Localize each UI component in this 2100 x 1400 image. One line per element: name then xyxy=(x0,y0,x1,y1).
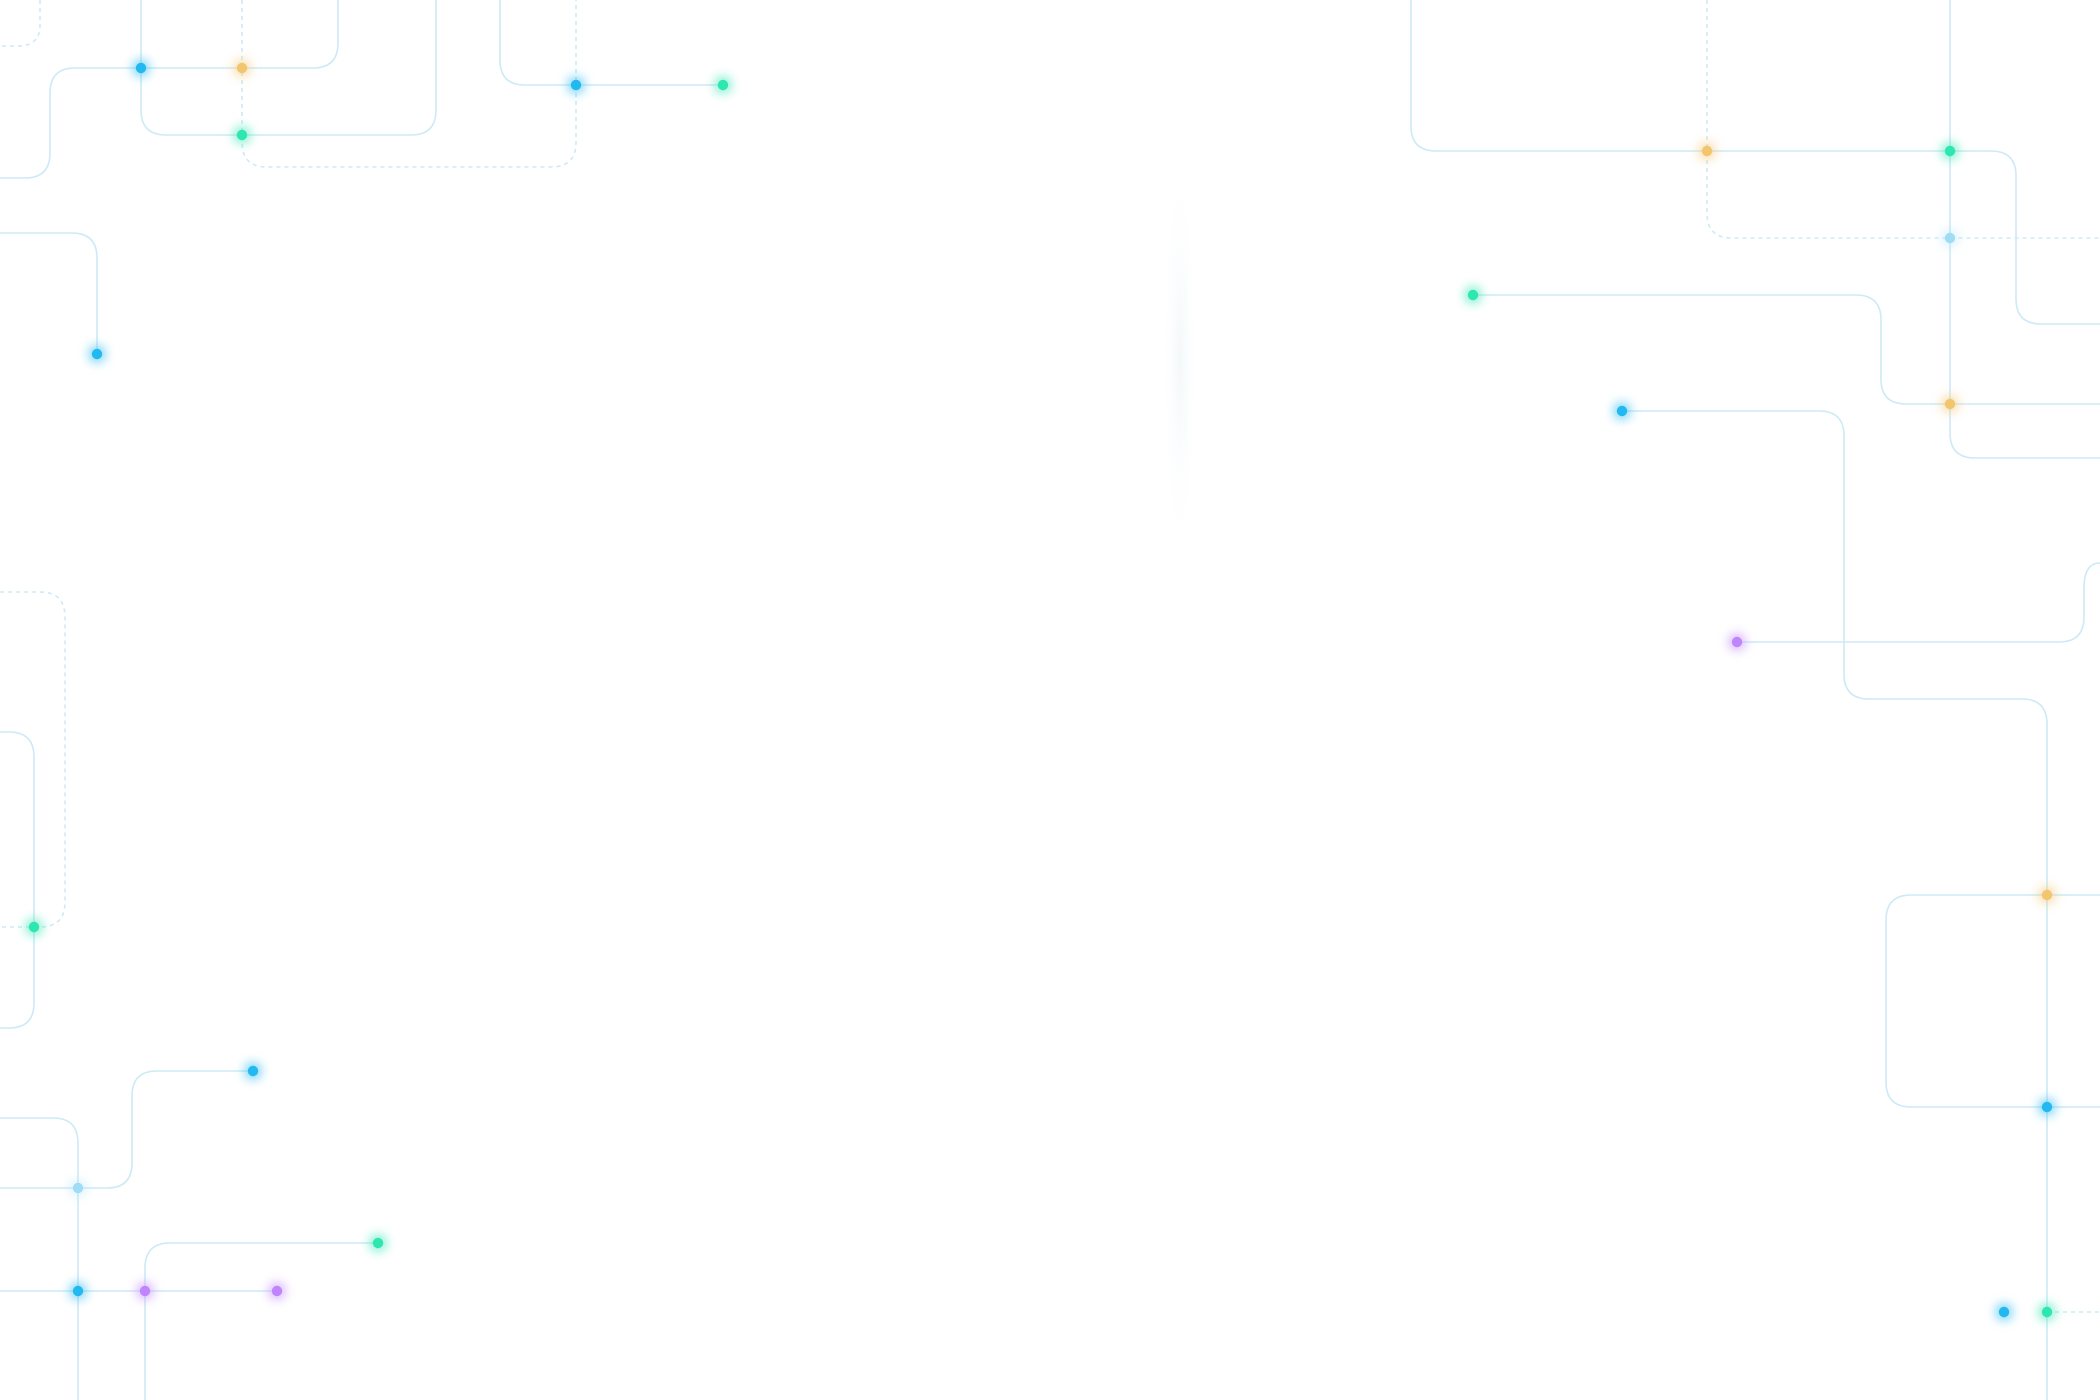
trace-line xyxy=(1885,894,2100,1108)
circuit-node xyxy=(2041,1101,2053,1113)
trace-line xyxy=(0,67,141,179)
circuit-node xyxy=(1467,289,1479,301)
trace-line xyxy=(0,1117,79,1400)
circuit-node xyxy=(1944,145,1956,157)
trace-line xyxy=(1737,562,2100,643)
trace-line xyxy=(141,0,339,69)
circuit-node xyxy=(1701,145,1713,157)
trace-line xyxy=(0,232,98,354)
circuit-node xyxy=(236,129,248,141)
trace-line xyxy=(1410,0,2100,325)
circuit-node xyxy=(236,62,248,74)
circuit-node xyxy=(91,348,103,360)
trace-line xyxy=(0,1070,253,1189)
circuit-node xyxy=(570,79,582,91)
circuit-node xyxy=(1616,405,1628,417)
circuit-node xyxy=(2041,889,2053,901)
circuit-node xyxy=(1731,636,1743,648)
trace-line xyxy=(144,1242,378,1400)
circuit-node xyxy=(1998,1306,2010,1318)
trace-line xyxy=(0,731,35,1029)
circuit-node xyxy=(1944,398,1956,410)
trace-line xyxy=(140,0,437,136)
circuit-node xyxy=(72,1285,84,1297)
trace-line xyxy=(0,0,41,47)
glowing-nodes xyxy=(25,59,2056,1321)
circuit-node xyxy=(135,62,147,74)
circuit-node xyxy=(717,79,729,91)
trace-line xyxy=(1473,294,2100,405)
circuit-node xyxy=(2041,1306,2053,1318)
trace-line xyxy=(0,591,66,928)
circuit-node xyxy=(247,1065,259,1077)
faint-glow-streak xyxy=(1162,150,1198,570)
trace-line xyxy=(1706,0,2100,239)
circuit-node xyxy=(139,1285,151,1297)
trace-line xyxy=(241,0,577,168)
circuit-node xyxy=(271,1285,283,1297)
trace-line xyxy=(1622,410,2048,1400)
circuit-node xyxy=(372,1237,384,1249)
trace-line xyxy=(499,0,723,86)
circuit-node xyxy=(72,1182,84,1194)
trace-line xyxy=(1949,0,2100,459)
circuit-node xyxy=(28,921,40,933)
circuit-node xyxy=(1944,232,1956,244)
